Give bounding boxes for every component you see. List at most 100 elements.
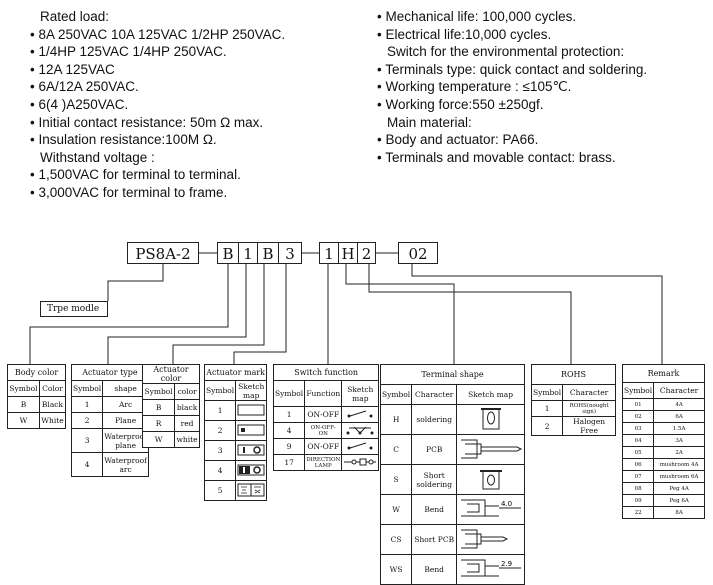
dimension-label: 2.9 (501, 560, 512, 568)
table-header: Character (411, 384, 458, 405)
table-header: Symbol (203, 380, 237, 401)
table-cell: 2 (70, 412, 104, 429)
spec-line: Terminals and movable contact: brass. (377, 149, 647, 167)
pcb-terminal-icon (456, 434, 525, 465)
spec-line: 3,000VAC for terminal to frame. (30, 184, 285, 202)
bend-short-terminal-icon: 2.9 (456, 554, 525, 585)
left-specs: Rated load:8A 250VAC 10A 125VAC 1/2HP 25… (30, 8, 285, 202)
table-cell: White (38, 412, 67, 429)
dot-mark-icon (235, 420, 268, 441)
table-cell: DIRECTION LAMP (304, 454, 343, 471)
table-title: ROHS (531, 364, 616, 385)
table-header: Symbol (70, 380, 104, 397)
table-cell: WS (379, 554, 413, 585)
type-model-label: Trpe modle (40, 301, 108, 317)
spec-line: Working force:550 ±250gf. (377, 96, 647, 114)
actuator-type-code: 1 (238, 242, 258, 264)
table-header: Symbol (379, 384, 413, 405)
table-header: Symbol (530, 384, 564, 401)
blank-mark-icon (235, 400, 268, 421)
table-cell: black (174, 399, 200, 416)
table-title: Switch function (272, 364, 380, 381)
table-cell: Short soldering (411, 464, 458, 495)
io-filled-mark-icon (235, 460, 268, 481)
table-cell: 03 (621, 422, 655, 435)
table-cell: white (174, 431, 200, 448)
spec-line: Insulation resistance:100M Ω. (30, 131, 285, 149)
table-cell: 4 (272, 422, 306, 439)
spec-line: 12A 125VAC (30, 61, 285, 79)
table-title: Body color (7, 364, 66, 381)
table-cell: 1 (272, 406, 306, 423)
table-cell: 04 (621, 434, 655, 447)
table-title: Terminal shape (380, 364, 525, 385)
table-cell: soldering (411, 404, 458, 435)
table-cell: ON-OFF (304, 406, 343, 423)
chinese-mark-icon (235, 480, 268, 501)
connector-lines (29, 252, 663, 364)
table-title: Actuator color (142, 364, 200, 384)
table-cell: Peg 6A (653, 494, 705, 507)
table-cell: H (379, 404, 413, 435)
table-cell: C (379, 434, 413, 465)
table-cell: Bend (411, 494, 458, 525)
table-cell: 1 (70, 396, 104, 413)
table-cell: Peg 4A (653, 482, 705, 495)
table-cell: 1 (530, 400, 564, 417)
terminal-shape-code: H (338, 242, 358, 264)
table-header: Function (304, 380, 343, 407)
spec-line: Initial contact resistance: 50m Ω max. (30, 114, 285, 132)
table-cell: 17 (272, 454, 306, 471)
table-cell: 2 (203, 420, 237, 441)
table-header: Sketch map (456, 384, 525, 405)
solder-terminal-icon (456, 404, 525, 435)
table-header: Symbol (621, 382, 655, 399)
spec-line: Working temperature : ≤105℃. (377, 78, 647, 96)
table-cell: ON-OFF (304, 438, 343, 455)
table-cell: Waterproof arc (102, 452, 149, 477)
table-cell: 1.5A (653, 422, 705, 435)
on-off-sketch-icon (341, 406, 380, 423)
table-cell: Bend (411, 554, 458, 585)
body-color-code: B (217, 242, 239, 264)
table-header: Color (38, 380, 67, 397)
table-header: Sketch map (235, 380, 268, 401)
table-header: Sketch map (341, 380, 380, 407)
lamp-sketch-icon (341, 454, 380, 471)
table-cell: 3 (70, 428, 104, 453)
on-off-on-sketch-icon (341, 422, 380, 439)
table-cell: 8A (653, 506, 705, 519)
table-cell: B (7, 396, 40, 413)
table-cell: 9 (272, 438, 306, 455)
table-cell: mushroom 4A (653, 458, 705, 471)
spec-line: Electrical life:10,000 cycles. (377, 26, 647, 44)
table-cell: 09 (621, 494, 655, 507)
table-header: Symbol (7, 380, 40, 397)
short-pcb-terminal-icon (456, 524, 525, 555)
table-cell: B (141, 399, 176, 416)
table-header: color (174, 383, 200, 400)
table-cell: 2 (530, 416, 564, 436)
spec-line: Body and actuator: PA66. (377, 131, 647, 149)
table-cell: 3 (203, 440, 237, 461)
spec-line: 1/4HP 125VAC 1/4HP 250VAC. (30, 43, 285, 61)
spec-line: 6(4 )A250VAC. (30, 96, 285, 114)
io-mark-icon (235, 440, 268, 461)
table-header: Character (562, 384, 616, 401)
table-cell: 22 (621, 506, 655, 519)
table-cell: 1 (203, 400, 237, 421)
table-cell: CS (379, 524, 413, 555)
table-cell: 08 (621, 482, 655, 495)
rohs-code: 2 (357, 242, 376, 264)
table-cell: R (141, 415, 176, 432)
right-specs: Mechanical life: 100,000 cycles.Electric… (377, 8, 647, 166)
table-cell: Black (38, 396, 67, 413)
table-cell: 2A (653, 446, 705, 459)
